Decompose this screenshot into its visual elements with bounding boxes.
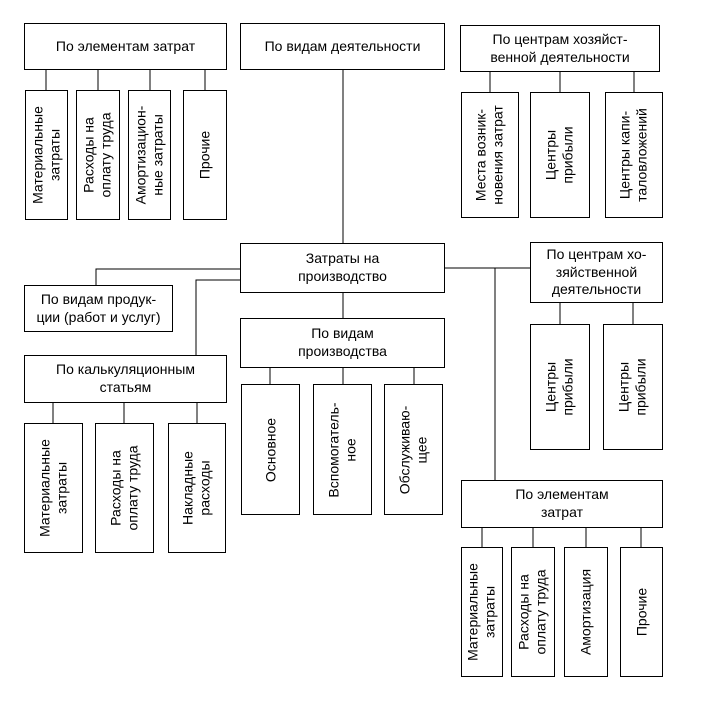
box-other-costs-bottom: Прочие bbox=[620, 547, 663, 677]
box-cost-origin-places-label: Места возник- новения затрат bbox=[472, 105, 506, 205]
box-business-centers-right: По центрам хо- зяйственной деятельности bbox=[530, 242, 663, 303]
box-business-centers-top: По центрам хозяйст- венной деятельности bbox=[460, 25, 660, 72]
box-production-types: По видам производства bbox=[240, 318, 445, 368]
box-product-types-label: По видам продук- ции (работ и услуг) bbox=[36, 290, 161, 325]
box-labor-costs-calc-label: Расходы на оплату труда bbox=[107, 445, 141, 531]
box-other-costs-bottom-label: Прочие bbox=[632, 587, 649, 637]
box-auxiliary-production: Вспомогатель- ное bbox=[313, 384, 372, 515]
box-overhead-costs-label: Накладные расходы bbox=[179, 451, 213, 525]
box-auxiliary-production-label: Вспомогатель- ное bbox=[325, 401, 359, 498]
box-cost-origin-places: Места возник- новения затрат bbox=[461, 92, 519, 218]
box-main-production-label: Основное bbox=[261, 417, 278, 482]
box-capital-investment-centers: Центры капи- таловложений bbox=[605, 92, 663, 218]
box-material-costs-bottom-label: Материальные затраты bbox=[464, 563, 498, 661]
box-amortization-costs-top-label: Амортизацион- ные затраты bbox=[132, 105, 166, 205]
box-production-costs-root: Затраты на производство bbox=[240, 243, 445, 293]
box-activity-types: По видам деятельности bbox=[240, 23, 445, 70]
box-profit-centers-right-1-label: Центры прибыли bbox=[542, 358, 576, 416]
box-cost-elements-bottom-label: По элементам затрат bbox=[515, 486, 609, 520]
box-material-costs-calc: Материальные затраты bbox=[24, 423, 83, 553]
box-material-costs-bottom: Материальные затраты bbox=[461, 547, 503, 677]
box-business-centers-top-label: По центрам хозяйст- венной деятельности bbox=[490, 30, 630, 65]
box-labor-costs-bottom-label: Расходы на оплату труда bbox=[515, 569, 549, 655]
box-profit-centers-top-label: Центры прибыли bbox=[542, 126, 576, 184]
box-amortization-bottom: Амортизация bbox=[564, 547, 608, 677]
box-capital-investment-centers-label: Центры капи- таловложений bbox=[616, 108, 650, 202]
box-profit-centers-right-2-label: Центры прибыли bbox=[615, 358, 649, 416]
box-cost-elements-top: По элементам затрат bbox=[24, 23, 227, 70]
box-calculation-items-label: По калькуляционным статьям bbox=[56, 361, 195, 395]
box-labor-costs-top-label: Расходы на оплату труда bbox=[80, 112, 114, 198]
box-labor-costs-calc: Расходы на оплату труда bbox=[95, 423, 154, 553]
box-amortization-bottom-label: Амортизация bbox=[577, 568, 594, 656]
box-main-production: Основное bbox=[241, 384, 300, 515]
box-profit-centers-right-1: Центры прибыли bbox=[530, 324, 590, 450]
box-other-costs-top-label: Прочие bbox=[196, 130, 213, 180]
box-overhead-costs: Накладные расходы bbox=[168, 423, 226, 553]
box-profit-centers-top: Центры прибыли bbox=[530, 92, 590, 218]
box-calculation-items: По калькуляционным статьям bbox=[24, 355, 227, 403]
box-service-production-label: Обслуживаю- щее bbox=[396, 405, 430, 494]
box-cost-elements-bottom: По элементам затрат bbox=[461, 480, 663, 528]
box-labor-costs-bottom: Расходы на оплату труда bbox=[511, 547, 555, 677]
box-product-types: По видам продук- ции (работ и услуг) bbox=[24, 285, 173, 332]
box-material-costs-calc-label: Материальные затраты bbox=[36, 439, 70, 537]
box-service-production: Обслуживаю- щее bbox=[384, 384, 443, 515]
box-amortization-costs-top: Амортизацион- ные затраты bbox=[128, 90, 171, 220]
box-labor-costs-top: Расходы на оплату труда bbox=[76, 90, 120, 220]
box-production-costs-root-label: Затраты на производство bbox=[298, 250, 387, 284]
box-cost-elements-top-label: По элементам затрат bbox=[55, 37, 196, 54]
box-profit-centers-right-2: Центры прибыли bbox=[603, 324, 663, 450]
box-production-types-label: По видам производства bbox=[298, 325, 387, 359]
box-business-centers-right-label: По центрам хо- зяйственной деятельности bbox=[546, 245, 647, 298]
box-activity-types-label: По видам деятельности bbox=[264, 37, 421, 54]
box-material-costs-top-label: Материальные затраты bbox=[29, 106, 63, 204]
box-material-costs-top: Материальные затраты bbox=[25, 90, 68, 220]
box-other-costs-top: Прочие bbox=[183, 90, 227, 220]
